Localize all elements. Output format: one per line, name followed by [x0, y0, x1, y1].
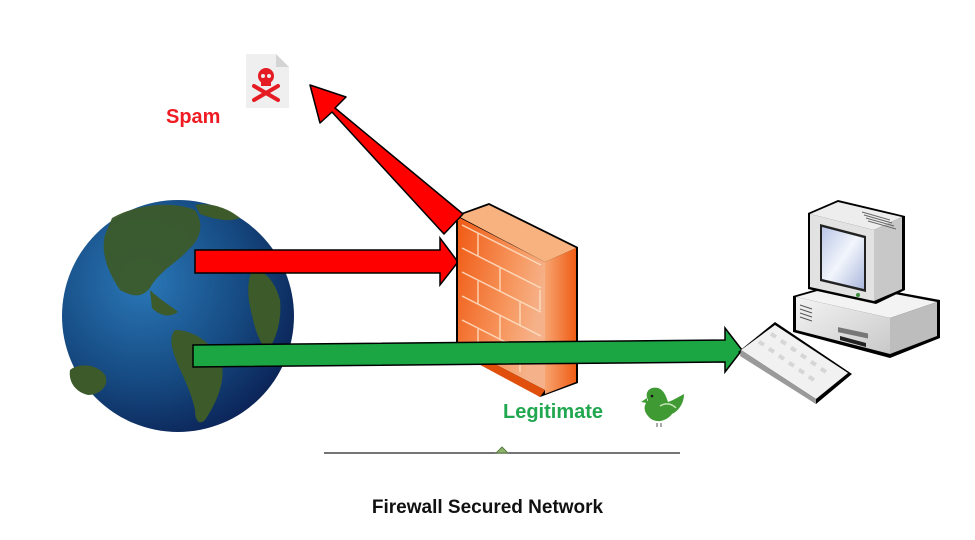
spam-rejected-arrow	[309, 84, 464, 235]
spam-label: Spam	[166, 106, 221, 128]
spam-incoming-arrow	[194, 235, 459, 288]
skull-crossbones-file-icon	[246, 54, 289, 108]
desktop-computer-icon	[738, 200, 940, 404]
globe-icon	[62, 200, 294, 432]
baseline-divider	[324, 446, 680, 454]
firewall-brick-wall-icon	[456, 203, 578, 397]
diagram-title: Firewall Secured Network	[371, 497, 604, 518]
legitimate-arrow	[192, 325, 743, 375]
legitimate-label: Legitimate	[503, 401, 604, 423]
green-bird-icon	[641, 387, 684, 427]
